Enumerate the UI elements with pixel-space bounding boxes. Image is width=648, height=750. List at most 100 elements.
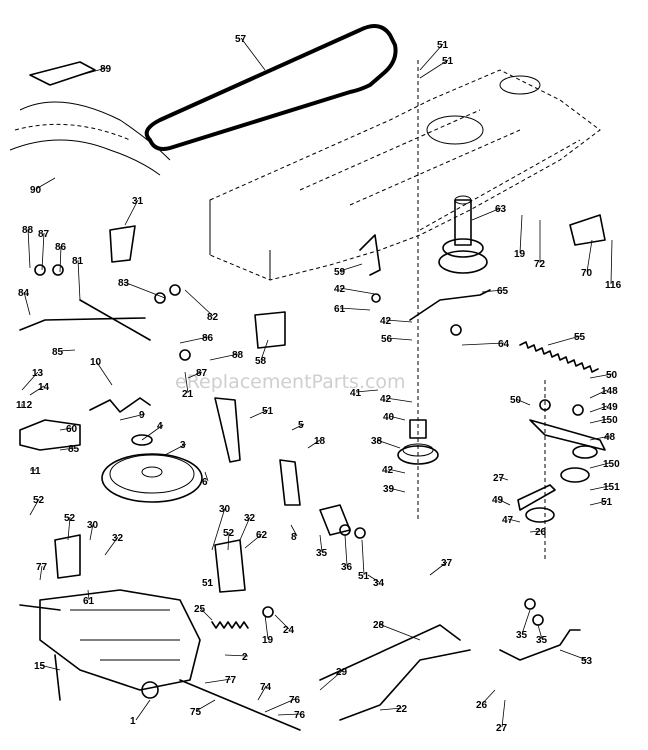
plate-31 xyxy=(109,225,136,263)
leader-line xyxy=(291,423,305,431)
leader-line xyxy=(379,707,403,711)
part-callout: 86 xyxy=(55,242,67,253)
part-callout: 36 xyxy=(341,562,353,573)
part-callout: 88 xyxy=(232,350,244,361)
part-callout: 38 xyxy=(371,436,383,447)
part-callout: 30 xyxy=(87,520,99,531)
part-callout: 85 xyxy=(68,444,80,455)
part-callout: 42 xyxy=(382,465,394,476)
leader-line xyxy=(519,214,523,254)
part-callout: 42 xyxy=(380,316,392,327)
leader-line xyxy=(589,418,608,424)
leader-line xyxy=(179,336,209,344)
chassis-frame xyxy=(209,69,601,281)
part-callout: 41 xyxy=(350,388,362,399)
part-callout: 61 xyxy=(334,304,346,315)
leader-line xyxy=(507,518,521,523)
leader-line xyxy=(59,427,73,431)
leader-line xyxy=(498,476,509,481)
leader-line xyxy=(184,371,189,394)
leader-lines xyxy=(21,37,613,728)
part-callout: 64 xyxy=(498,339,510,350)
leader-line xyxy=(257,685,267,701)
plate-58 xyxy=(254,311,286,349)
part-callout: 11 xyxy=(30,466,41,477)
leader-line xyxy=(249,409,269,419)
part-callout: 76 xyxy=(289,695,301,706)
part-callout: 22 xyxy=(396,704,408,715)
leader-line xyxy=(497,498,511,506)
control-rod-28 xyxy=(319,624,461,681)
leader-line xyxy=(589,389,608,399)
part-callout: 75 xyxy=(190,707,202,718)
part-callout: 112 xyxy=(16,400,33,411)
part-callout: 51 xyxy=(601,497,613,508)
leader-line xyxy=(589,500,608,506)
leader-line xyxy=(29,498,40,516)
part-callout: 85 xyxy=(52,347,64,358)
leader-line xyxy=(195,699,216,712)
leader-line xyxy=(529,530,542,533)
leader-line xyxy=(87,589,90,601)
leader-line xyxy=(515,398,531,406)
part-callout: 30 xyxy=(219,504,231,515)
tube-62 xyxy=(319,504,351,536)
part-callout: 35 xyxy=(316,548,328,559)
part-callout: 1 xyxy=(130,716,136,727)
leader-line xyxy=(589,462,610,469)
part-callout: 60 xyxy=(66,424,78,435)
part-callout: 39 xyxy=(383,484,395,495)
part-callout: 90 xyxy=(30,185,42,196)
leader-line xyxy=(240,37,266,71)
part-callout: 52 xyxy=(64,513,76,524)
leader-line xyxy=(244,533,263,549)
part-callout: 35 xyxy=(536,635,548,646)
part-callout: 77 xyxy=(36,562,48,573)
leader-line xyxy=(385,319,413,323)
part-callout: 19 xyxy=(262,635,274,646)
leader-line xyxy=(344,534,348,567)
part-callout: 52 xyxy=(33,495,45,506)
main-pulley xyxy=(101,434,203,503)
leader-line xyxy=(135,699,151,721)
part-callout: 89 xyxy=(100,64,112,75)
part-callout: 76 xyxy=(294,710,306,721)
idler-spring xyxy=(519,341,599,373)
leader-line xyxy=(610,239,613,285)
leader-line xyxy=(388,415,406,421)
leader-line xyxy=(274,614,290,630)
part-callout: 148 xyxy=(601,386,618,397)
part-callout: 56 xyxy=(381,334,393,345)
part-callout: 151 xyxy=(603,482,620,493)
bracket-59 xyxy=(359,234,381,276)
part-callout: 65 xyxy=(497,286,509,297)
part-callout: 57 xyxy=(235,34,247,45)
part-callout: 28 xyxy=(373,620,385,631)
leader-line xyxy=(239,516,251,541)
part-callout: 13 xyxy=(32,368,44,379)
part-callout: 3 xyxy=(180,440,186,451)
part-callout: 150 xyxy=(603,459,620,470)
leader-line xyxy=(69,67,107,79)
leader-line xyxy=(95,360,113,386)
leader-line xyxy=(355,389,379,393)
watermark: eReplacementParts.com xyxy=(175,371,406,393)
part-callout: 35 xyxy=(516,630,528,641)
part-callout: 70 xyxy=(581,268,593,279)
part-callout: 40 xyxy=(383,412,395,423)
leader-line xyxy=(21,371,39,391)
leader-line xyxy=(367,574,380,583)
part-callout: 32 xyxy=(244,513,256,524)
part-callout: 77 xyxy=(225,675,237,686)
leader-line xyxy=(290,524,298,537)
part-callout: 62 xyxy=(256,530,268,541)
hardware xyxy=(34,264,584,626)
leader-line xyxy=(204,678,232,684)
leader-line xyxy=(59,447,75,451)
part-callout: 55 xyxy=(574,332,586,343)
leader-line xyxy=(559,649,588,661)
fender-outline xyxy=(9,61,171,176)
